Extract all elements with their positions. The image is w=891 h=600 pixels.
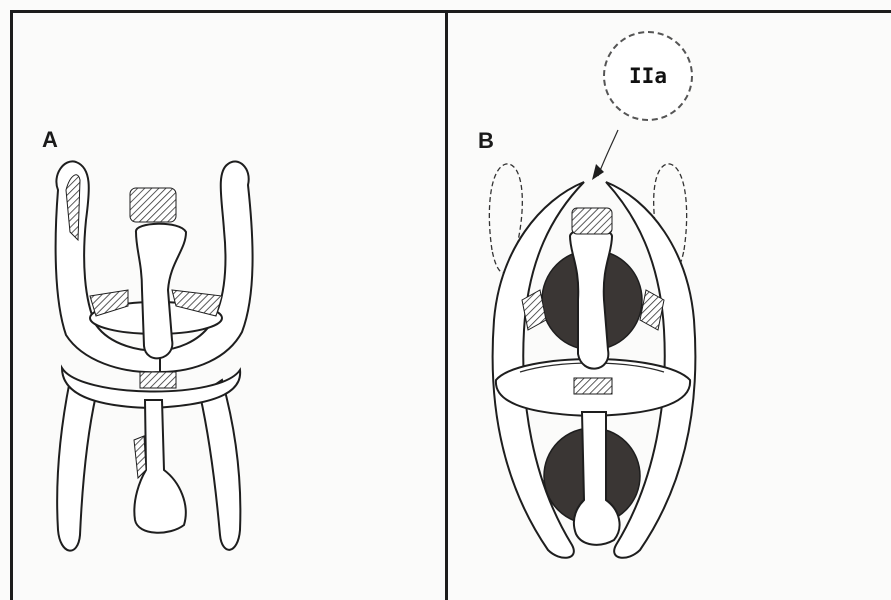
panel-a-lower-hatch: [134, 436, 146, 478]
panel-a-top-cap: [130, 188, 176, 222]
panel-b-top-cap: [572, 208, 612, 234]
panel-a-illustration: [56, 161, 253, 550]
panel-a-right-lower-arm: [200, 380, 240, 550]
callout-circle: IIa: [603, 31, 693, 121]
panel-b-illustration: [489, 130, 695, 558]
panel-b-center-band: [574, 378, 612, 394]
panel-a-left-lower-arm: [57, 380, 96, 551]
callout-label: IIa: [629, 64, 667, 88]
panel-a-label: A: [42, 127, 58, 153]
panel-b-label: B: [478, 128, 494, 154]
panel-a-center-band: [140, 372, 176, 388]
